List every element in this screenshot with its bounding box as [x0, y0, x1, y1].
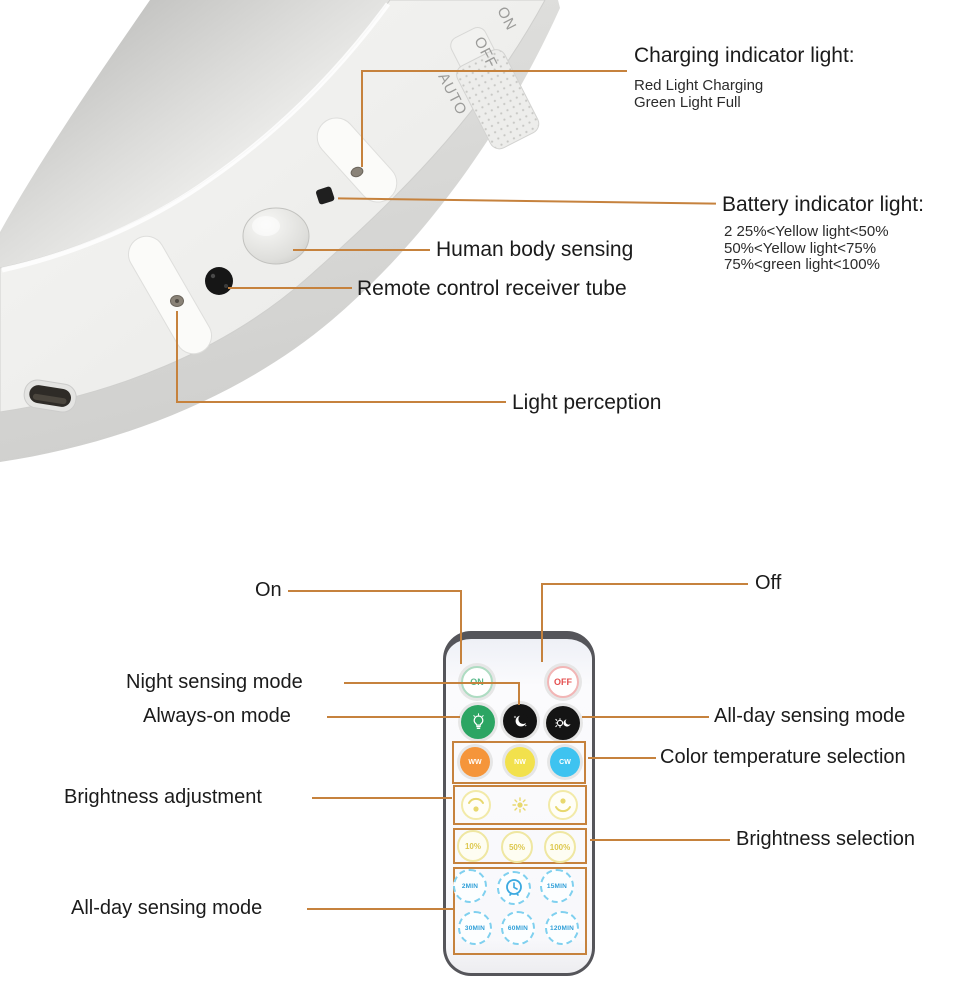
brightness-up-icon — [468, 797, 484, 812]
timer-clock-button[interactable] — [497, 871, 531, 905]
colortemp-label: Color temperature selection — [660, 746, 906, 768]
clock-icon — [506, 879, 522, 896]
charging-sub-line2: Green Light Full — [634, 93, 741, 111]
sun-moon-icon — [555, 718, 572, 728]
ring-outer-side — [0, 0, 560, 462]
ring-inner-wall — [0, 0, 390, 268]
neutral-white-label: NW — [514, 758, 526, 766]
color-temp-box — [452, 741, 586, 784]
timer-15min-button[interactable]: 15MIN — [540, 869, 574, 903]
battery-title: Battery indicator light: — [722, 193, 924, 216]
timer-15min-label: 15MIN — [546, 882, 568, 890]
remote-off-label: OFF — [554, 677, 572, 687]
brightadj-line-h — [312, 797, 452, 799]
night-label: Night sensing mode — [126, 671, 303, 693]
on-label: On — [255, 579, 282, 601]
night-line-h — [344, 682, 520, 684]
brightness-50-button[interactable]: 50% — [501, 831, 533, 863]
light-sensor-core — [175, 299, 179, 303]
charging-sub-line1: Red Light Charging — [634, 77, 764, 94]
light-label: Light perception — [512, 391, 662, 414]
timer-30min-button[interactable]: 30MIN — [458, 911, 492, 945]
battery-sub-line3: 75%<green light<100% — [724, 256, 880, 273]
allday-sensing-mode-button[interactable] — [546, 706, 580, 740]
timer-120min-label: 120MIN — [550, 924, 574, 932]
ir-receiver-dot — [224, 284, 228, 288]
receiver-line — [228, 287, 352, 289]
brightness-down-button[interactable] — [548, 790, 578, 820]
allday-left-label: All-day sensing mode — [71, 897, 263, 919]
brightness-up-button[interactable] — [461, 790, 491, 820]
brightness-down-icon — [555, 798, 571, 813]
charging-title: Charging indicator light: — [634, 44, 855, 67]
brightness-100-button[interactable]: 100% — [544, 831, 576, 863]
timer-60min-label: 60MIN — [507, 924, 529, 932]
upper-recess — [316, 117, 398, 203]
brightsel-line-h — [590, 839, 730, 841]
moon-stars-icon — [513, 714, 528, 727]
light-line-v — [176, 311, 178, 403]
night-line-v — [518, 682, 520, 705]
timer-2min-label: 2MIN — [461, 882, 479, 890]
battery-indicator-sensor — [316, 186, 335, 205]
brightness-adjust-box — [453, 785, 587, 825]
human-body-line — [293, 249, 430, 251]
off-label: Off — [755, 572, 782, 594]
pir-dome — [242, 207, 310, 265]
battery-sub-line2: 50%<Yellow light<75% — [724, 239, 877, 257]
mode-switch[interactable] — [441, 21, 543, 152]
night-sensing-mode-button[interactable] — [503, 704, 537, 738]
lower-recess — [128, 235, 212, 355]
off-line-h — [541, 583, 748, 585]
brightness-select-box — [453, 828, 587, 864]
brightness-100-label: 100% — [549, 842, 571, 852]
allday-right-line-h — [582, 716, 709, 718]
brightness-mid-button[interactable] — [507, 792, 533, 818]
brightness-50-label: 50% — [508, 842, 525, 852]
off-line-v — [541, 583, 543, 662]
battery-sub: 2 25%<Yellow light<50% 50%<Yellow light<… — [724, 223, 889, 274]
brightadj-label: Brightness adjustment — [64, 786, 262, 808]
charging-line-h — [361, 70, 627, 72]
timer-60min-button[interactable]: 60MIN — [501, 911, 535, 945]
cool-white-label: CW — [559, 758, 571, 766]
sun-icon — [512, 797, 528, 813]
pir-dome-highlight — [252, 216, 280, 236]
charging-indicator-hole — [350, 166, 364, 178]
usb-port — [23, 379, 77, 413]
on-line-h — [288, 590, 462, 592]
on-line-v — [460, 590, 462, 664]
ring-light-device: ON OFF AUTO — [0, 0, 560, 462]
neutral-white-button[interactable]: NW — [505, 747, 535, 777]
battery-sub-line1: 2 25%<Yellow light<50% — [724, 223, 889, 240]
always-line-h — [327, 716, 460, 718]
remote-off-button[interactable]: OFF — [547, 666, 579, 698]
timer-120min-button[interactable]: 120MIN — [545, 911, 579, 945]
ir-receiver-dot — [210, 273, 216, 279]
allday-left-line-h — [307, 908, 453, 910]
human-body-label: Human body sensing — [436, 238, 634, 261]
ir-receiver — [205, 267, 233, 295]
allday-right-label: All-day sensing mode — [714, 705, 906, 727]
timer-2min-button[interactable]: 2MIN — [453, 869, 487, 903]
bulb-icon — [472, 712, 484, 729]
timer-box — [453, 867, 587, 955]
remote-control: ON OFF — [443, 631, 595, 976]
charging-line-v — [361, 71, 363, 167]
receiver-label: Remote control receiver tube — [357, 277, 627, 300]
timer-30min-label: 30MIN — [464, 924, 486, 932]
brightness-10-label: 10% — [464, 841, 481, 851]
brightness-10-button[interactable]: 10% — [457, 830, 489, 862]
light-line-h — [176, 401, 506, 403]
warm-white-label: WW — [468, 758, 482, 766]
brightsel-label: Brightness selection — [736, 828, 915, 850]
colortemp-line-h — [588, 757, 656, 759]
always-label: Always-on mode — [143, 705, 291, 727]
ring-inner-highlight — [1, 2, 391, 273]
always-on-mode-button[interactable] — [461, 705, 495, 739]
warm-white-button[interactable]: WW — [460, 747, 490, 777]
charging-sub: Red Light Charging Green Light Full — [634, 77, 764, 111]
cool-white-button[interactable]: CW — [550, 747, 580, 777]
